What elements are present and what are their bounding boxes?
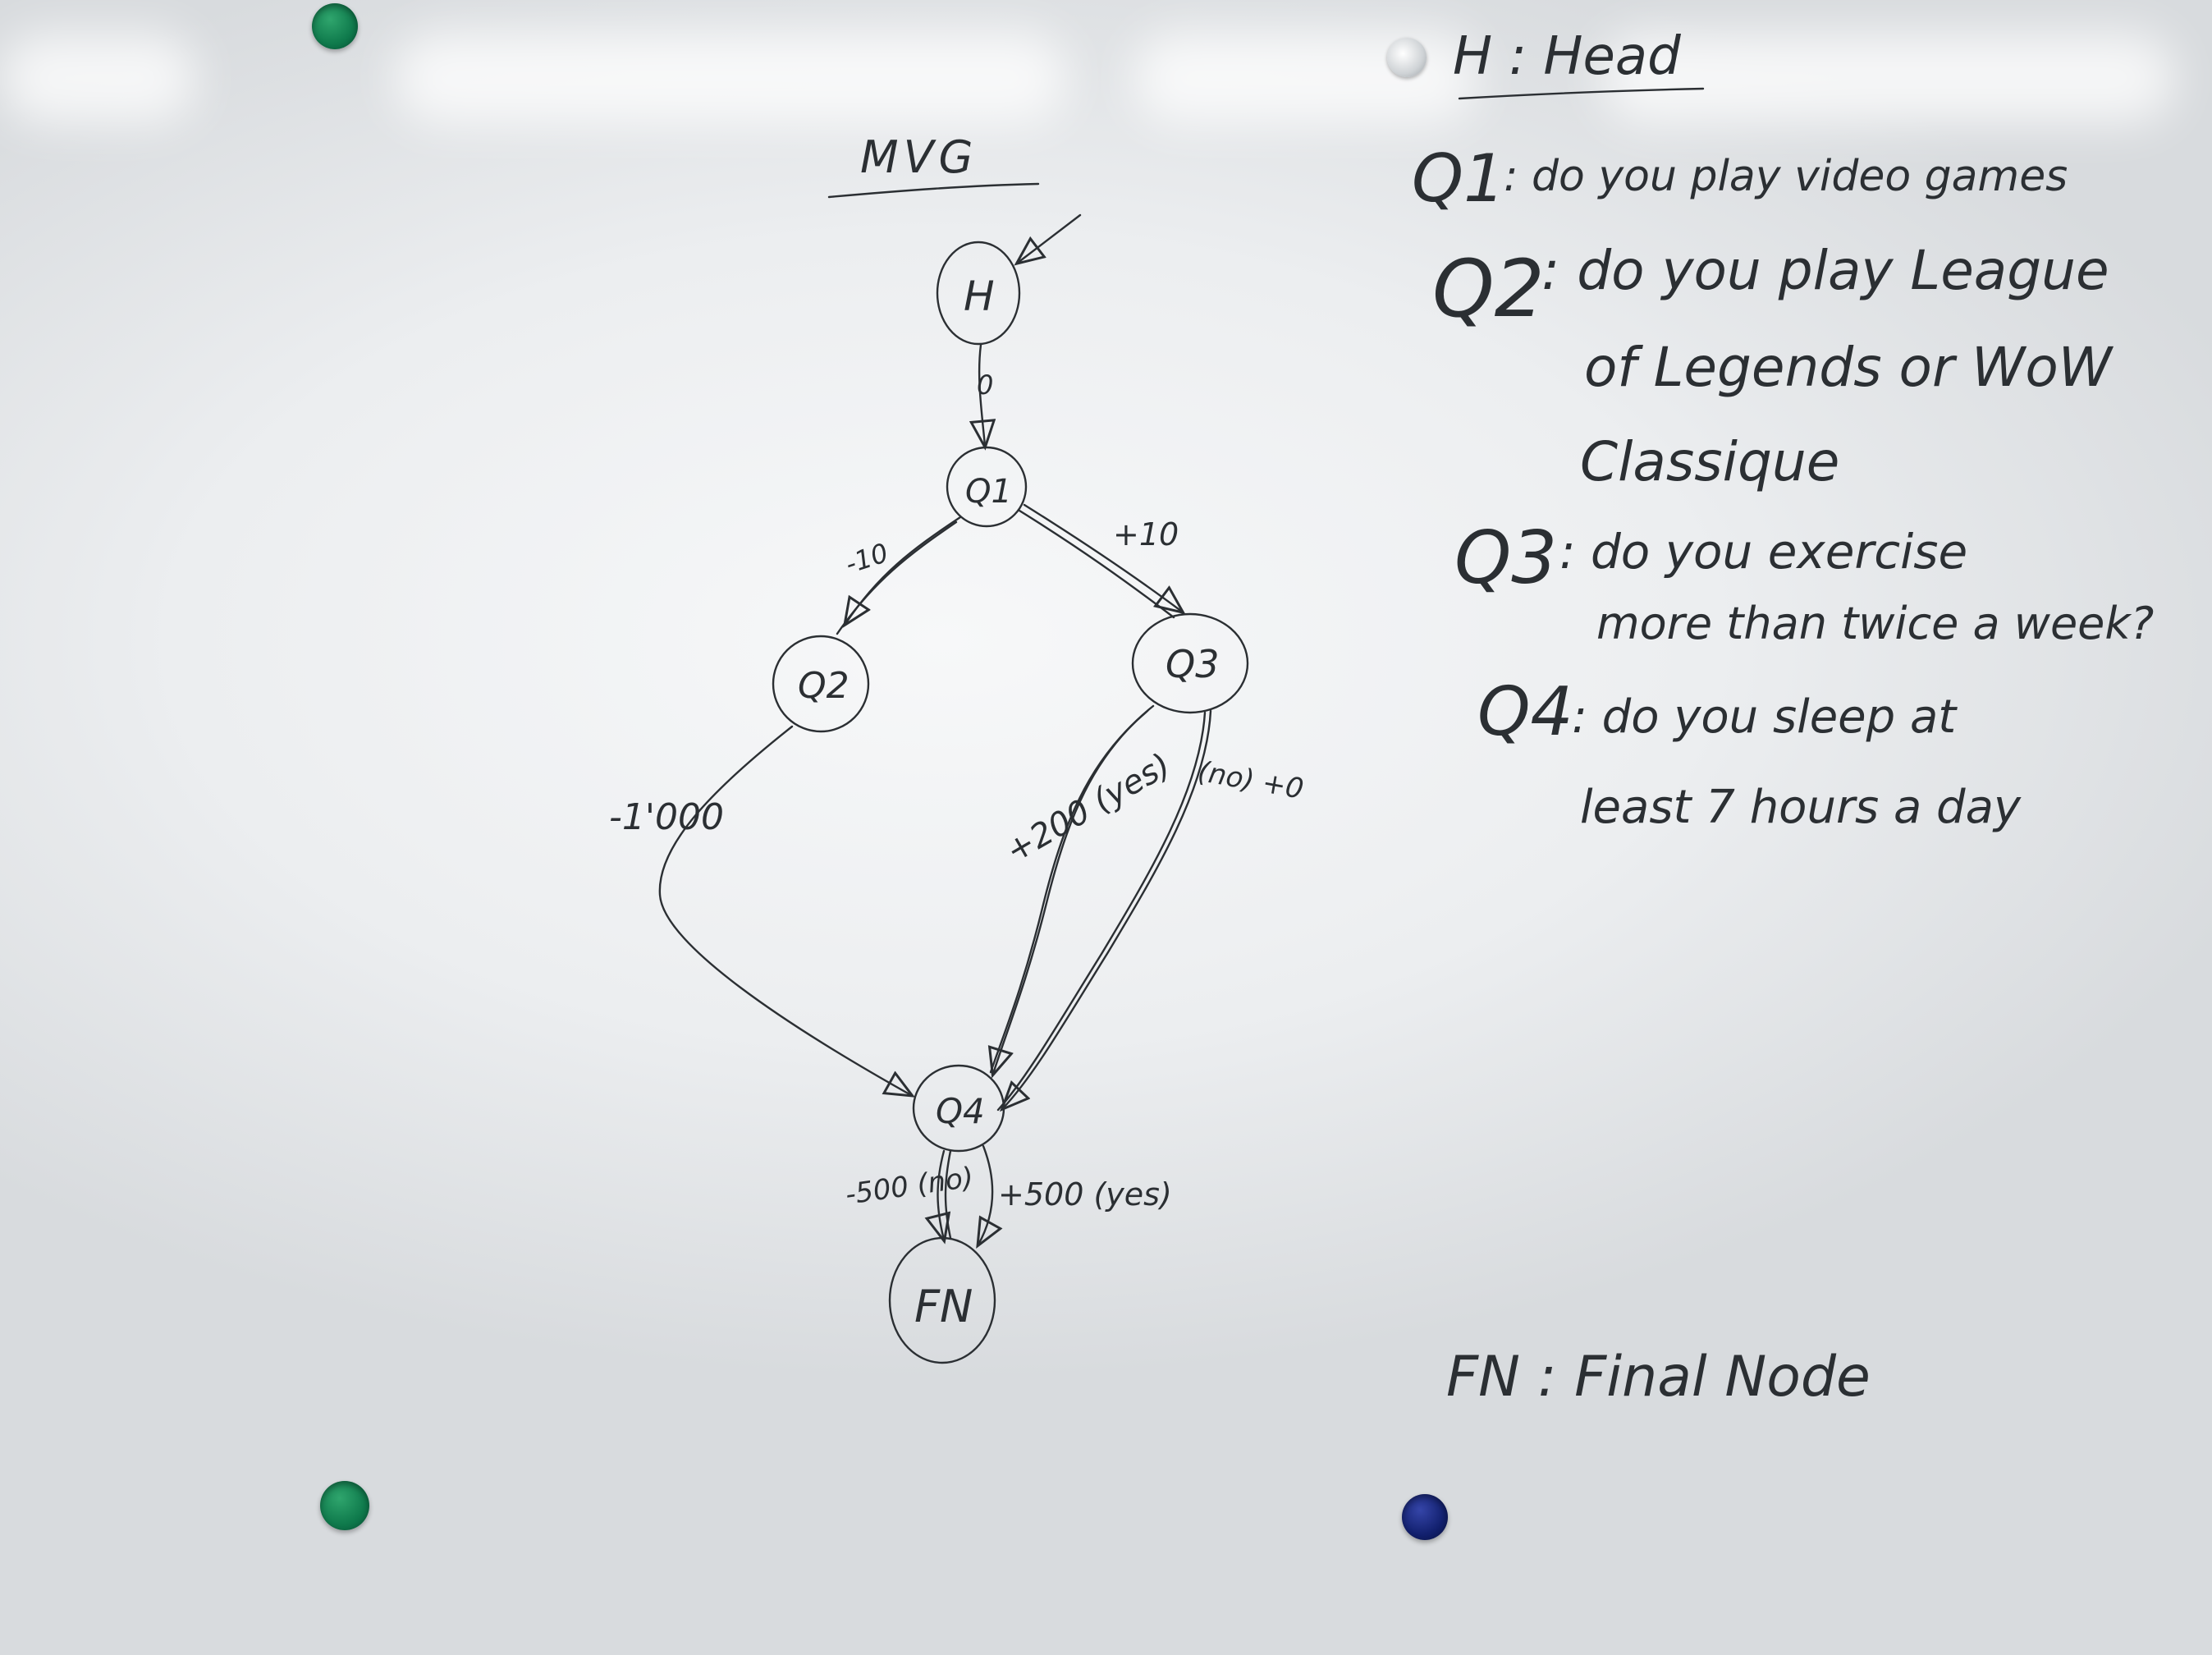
node-FN-label: FN (914, 1281, 973, 1332)
edge-label-Q4-FN-no: -500 (no) (844, 1161, 976, 1211)
edge-Q4-FN-no (938, 1149, 945, 1240)
head-underline (1458, 87, 1705, 100)
blue-magnet-bottom[interactable] (1402, 1494, 1448, 1540)
legend-q4-line2: least 7 hours a day (1580, 781, 2022, 834)
green-magnet-top[interactable] (312, 3, 358, 49)
edge-label-Q1-Q2: -10 (841, 537, 891, 580)
legend-q1-text: : do you play video games (1504, 152, 2068, 201)
legend-head: H : Head (1453, 26, 1681, 87)
node-H-label: H (964, 273, 995, 320)
edge-label-Q3-Q4-yes: +200 (yes) (1000, 746, 1177, 870)
diagram-title: MVG (860, 131, 978, 183)
edge-Q1-Q3 (1023, 503, 1182, 612)
node-Q4-label: Q4 (936, 1091, 985, 1131)
legend-q3-line1: : do you exercise (1559, 524, 1967, 580)
node-Q2-circle (772, 635, 870, 733)
edge-label-Q3-Q4-no: (no) +0 (1195, 755, 1306, 806)
marker-cap (1387, 38, 1427, 77)
edge-H-Q1 (979, 343, 985, 446)
legend-q1-key: Q1 (1412, 140, 1505, 217)
node-Q3-label: Q3 (1166, 642, 1219, 686)
edge-label-H-Q1: 0 (977, 369, 993, 401)
node-Q1-label: Q1 (965, 473, 1012, 511)
edge-start (1018, 213, 1082, 263)
legend-q2-line3: Classique (1580, 430, 1839, 493)
legend-q2-line2: of Legends or WoW (1584, 336, 2114, 399)
legend-q2-line1: : do you play League (1541, 239, 2109, 302)
node-Q3-circle (1131, 612, 1249, 714)
legend-q4-key: Q4 (1477, 673, 1573, 751)
legend-final: FN : Final Node (1446, 1345, 1871, 1410)
edge-Q2-Q4 (658, 725, 911, 1095)
legend-q3-key: Q3 (1454, 516, 1557, 600)
edge-Q4-FN-yes (978, 1144, 992, 1245)
edge-label-Q2-Q4: -1'000 (609, 796, 724, 838)
edge-label-Q1-Q3: +10 (1113, 516, 1179, 552)
legend-q2-key: Q2 (1432, 243, 1545, 335)
legend-q3-line2: more than twice a week? (1596, 598, 2154, 649)
title-underline (827, 182, 1040, 199)
edge-Q3-Q4-yes (993, 704, 1155, 1074)
edge-label-Q4-FN-yes: +500 (yes) (998, 1176, 1172, 1213)
legend-q4-line1: : do you sleep at (1572, 690, 1958, 744)
edge-Q3-Q4-no (1003, 709, 1212, 1108)
green-magnet-bottom[interactable] (320, 1481, 369, 1530)
node-H-circle (936, 241, 1021, 346)
node-Q2-label: Q2 (798, 665, 850, 707)
